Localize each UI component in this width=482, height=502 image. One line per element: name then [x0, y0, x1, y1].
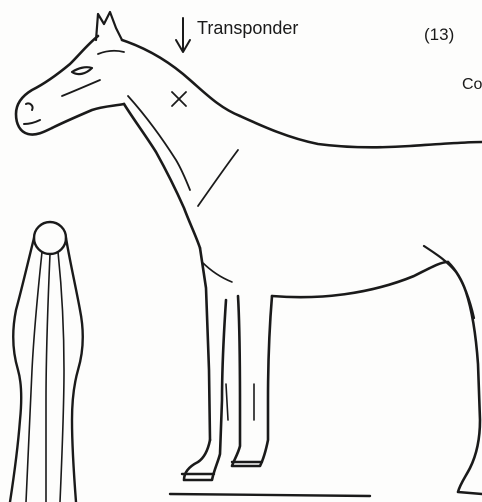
horse-foreleg-near [184, 300, 226, 480]
cropped-edge-text: Co [462, 77, 482, 93]
horse-leg-front-view [10, 222, 83, 502]
figure-number: (13) [424, 26, 454, 43]
horse-jaw [52, 104, 124, 128]
leg-outline-left [10, 238, 34, 502]
horse-nostril [26, 103, 33, 110]
horse-cheek-line [98, 51, 124, 54]
horse-face-line [62, 80, 100, 96]
knee-joint-circle [34, 222, 66, 254]
horse-hindleg [448, 262, 482, 494]
horse-chest [200, 248, 210, 440]
down-arrow-icon [176, 18, 190, 52]
horse-throat [124, 104, 200, 248]
x-mark-icon [172, 92, 186, 106]
horse-shoulder-line [198, 150, 238, 206]
horse-elbow-line [202, 262, 232, 282]
ground-line [170, 494, 370, 496]
horse-mouth [24, 120, 40, 124]
horse-ears [96, 12, 122, 40]
horse-eye [72, 67, 92, 74]
horse-foreleg-far [232, 296, 272, 466]
horse-knee-line [226, 384, 228, 420]
horse-neck-line [128, 96, 190, 190]
horse-belly [272, 262, 448, 297]
horse-side-view [16, 12, 482, 494]
transponder-label: Transponder [197, 19, 298, 37]
leg-tendon-line-2 [46, 254, 50, 502]
leg-tendon-line-1 [26, 252, 42, 502]
horse-gaskin [424, 246, 474, 318]
leg-tendon-line-3 [58, 252, 64, 502]
leg-outline-right [66, 238, 83, 502]
horse-back [240, 116, 482, 147]
horse-crest [122, 40, 240, 116]
